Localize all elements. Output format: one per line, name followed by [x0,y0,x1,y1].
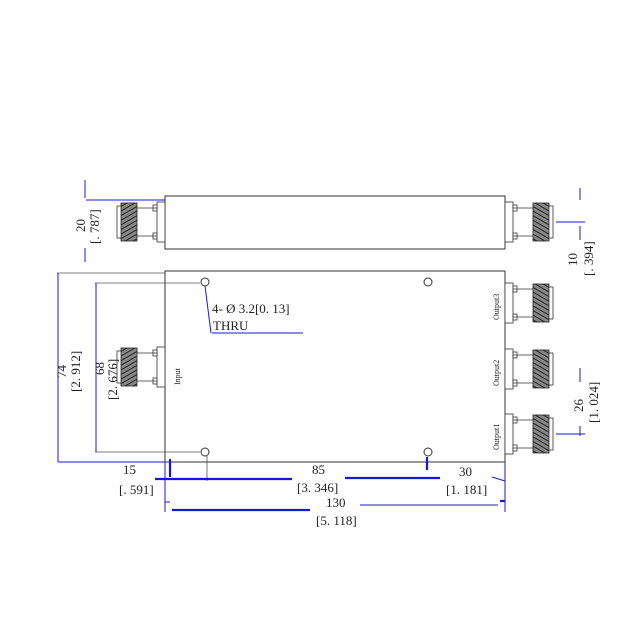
dim-output-pitch-mm: 26 [571,399,586,413]
port-input-label: Input [173,367,182,385]
mount-hole [423,277,433,287]
dim-right-hole-mm: 30 [459,464,472,479]
dim-hole-spacing-v: 68 [2. 676] [92,282,200,453]
input-connector [116,346,166,388]
dim-left-hole-mm: 15 [123,462,136,477]
dim-height-top-in: [. 787] [87,209,102,244]
output1-connector [504,413,554,455]
mount-hole [423,447,433,457]
front-view-body [164,270,506,463]
dim-hole-spacing-h-in: [3. 346] [297,480,338,495]
port-output1-label: Output1 [492,424,501,450]
mount-hole [200,277,210,287]
top-right-connector [504,201,554,243]
dim-left-hole-in: [. 591] [119,482,154,497]
port-output2-label: Output2 [492,360,501,386]
dim-connector-offset: 10 [. 394] [556,188,596,276]
port-output3-label: Output3 [492,294,501,320]
dim-height-top: 20 [. 787] [73,180,165,262]
dim-right-hole-in: [1. 181] [446,482,487,497]
output2-connector [504,348,554,390]
dim-overall-height: 74 [2. 912] [54,272,165,463]
dim-bottom [155,456,506,512]
dim-hole-spacing-v-mm: 68 [92,362,107,375]
dim-connector-offset-in: [. 394] [581,241,596,276]
dim-height-top-mm: 20 [73,219,88,232]
dim-overall-length-mm: 130 [326,495,346,510]
output3-connector [504,282,554,324]
dim-overall-length-in: [5. 118] [316,513,357,528]
dim-overall-height-mm: 74 [54,365,69,379]
top-left-connector [116,201,166,243]
dim-overall-height-in: [2. 912] [68,351,83,392]
dim-hole-spacing-h-mm: 85 [312,462,325,477]
dim-connector-offset-mm: 10 [565,253,580,266]
top-view-body [164,195,506,250]
dim-hole-spacing-v-in: [2. 676] [105,359,120,400]
mount-hole [200,447,210,457]
hole-callout: 4- Ø 3.2[0. 13] THRU [204,285,303,334]
hole-note-thru: THRU [213,318,249,333]
dim-output-pitch: 26 [1. 024] [556,368,601,436]
hole-note: 4- Ø 3.2[0. 13] [212,301,290,316]
dim-output-pitch-in: [1. 024] [586,382,601,423]
